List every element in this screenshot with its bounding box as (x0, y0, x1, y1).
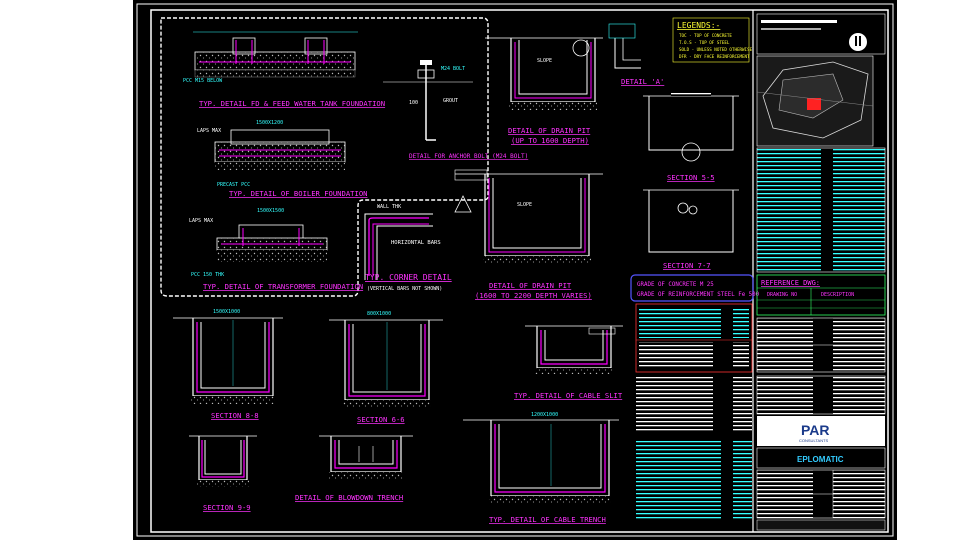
drain-pit-2: SLOPE (454, 169, 603, 264)
inner-border (150, 9, 889, 533)
outer-border (136, 3, 894, 537)
structural-notes-text (636, 440, 752, 520)
section-8-dim: 1500X1000 (213, 309, 240, 315)
svg-text:SLOPE: SLOPE (517, 202, 532, 208)
cable-slit-detail (525, 325, 623, 374)
svg-text:M24 BOLT: M24 BOLT (441, 66, 465, 72)
bar-schedule-text (639, 308, 749, 338)
section-6-6 (329, 319, 443, 408)
fd-foundation-title: TYP. DETAIL FD & FEED WATER TANK FOUNDAT… (199, 99, 385, 108)
grade-box (630, 274, 754, 302)
section-6-6-title: SECTION 6-6 (357, 415, 405, 424)
legend-item: SOLD - UNLESS NOTED OTHERWISE (679, 47, 753, 52)
legend-item: T.O.S - TOP OF STEEL (679, 40, 730, 45)
section-7-7 (643, 189, 739, 253)
svg-text:SLOPE: SLOPE (537, 58, 552, 64)
legend-item: DFR - DRY FACE REINFORCEMENT (679, 54, 750, 59)
reference-col-description: DESCRIPTION (821, 292, 854, 298)
cable-trench-detail (463, 419, 619, 504)
key-plan-highlight (807, 98, 821, 110)
bar-schedule-rows (639, 342, 749, 368)
transformer-dim: 1500X1500 (257, 208, 284, 214)
reference-col-drawing: DRAWING NO (767, 292, 797, 298)
cable-trench-dim: 1200X1000 (531, 412, 558, 418)
svg-text:LAPS MAX: LAPS MAX (197, 128, 221, 134)
transformer-foundation-detail: LAPS MAX PCC 150 THK (189, 218, 328, 278)
reference-table (756, 274, 886, 316)
svg-text:PCC M15 BELOW: PCC M15 BELOW (183, 78, 223, 84)
section-5-5-title: SECTION 5-5 (667, 173, 715, 182)
cable-trench-title: TYP. DETAIL OF CABLE TRENCH (489, 515, 606, 524)
legend-item: TOC - TOP OF CONCRETE (679, 33, 732, 38)
corner-detail-note: (VERTICAL BARS NOT SHOWN) (367, 286, 442, 292)
drain-pit-2-title: DETAIL OF DRAIN PIT (489, 281, 572, 290)
horizontal-bars-label: HORIZONTAL BARS (391, 240, 441, 246)
section-5-5 (643, 92, 739, 162)
notes-block (757, 148, 885, 272)
blowdown-trench-title: DETAIL OF BLOWDOWN TRENCH (295, 493, 403, 502)
corner-detail-title: TYP. CORNER DETAIL (365, 273, 452, 282)
drain-pit-2-sub: (1600 TO 2200 DEPTH VARIES) (475, 291, 592, 300)
consultant-logo: PAR (801, 422, 830, 438)
section-9-9 (189, 435, 257, 487)
bar-schedule-table (635, 303, 753, 373)
section-9-9-title: SECTION 9-9 (203, 503, 251, 512)
anchor-bolt-detail: 100 M24 BOLT GROUT (383, 60, 473, 141)
consultant-sub: CONSULTANTS (799, 438, 829, 443)
section-8-8 (173, 317, 283, 404)
section-7-7-title: SECTION 7-7 (663, 261, 711, 270)
consultant-logo-box (757, 416, 885, 446)
drawing-number-strip (756, 519, 886, 531)
contractor-logo: EPLOMATIC (797, 455, 844, 464)
drain-pit-1-title: DETAIL OF DRAIN PIT (508, 126, 591, 135)
boiler-dim: 1500X1200 (256, 120, 283, 126)
svg-text:PRECAST PCC: PRECAST PCC (217, 182, 250, 188)
fd-foundation-detail: PCC M15 BELOW (183, 31, 358, 84)
drawing-sheet: PCC M15 BELOW TYP. DETAIL FD & FEED WATE… (133, 0, 897, 540)
transformer-foundation-title: TYP. DETAIL OF TRANSFORMER FOUNDATION (203, 282, 363, 291)
general-notes-text (636, 376, 752, 432)
drain-pit-1-sub: (UP TO 1600 DEPTH) (511, 136, 589, 145)
svg-text:LAPS MAX: LAPS MAX (189, 218, 213, 224)
blowdown-trench-detail (319, 435, 413, 479)
svg-text:GROUT: GROUT (443, 98, 458, 104)
grade-concrete: GRADE OF CONCRETE M 25 (637, 282, 714, 288)
section-6-dim: 800X1000 (367, 311, 391, 317)
owner-block (757, 376, 885, 414)
detail-a-title: DETAIL 'A' (621, 77, 664, 86)
grade-steel: GRADE OF REINFORCEMENT STEEL Fe 500 (637, 292, 760, 298)
anchor-bolt-title: DETAIL FOR ANCHOR BOLT (M24 BOLT) (409, 153, 528, 160)
section-8-8-title: SECTION 8-8 (211, 411, 259, 420)
cable-slit-title: TYP. DETAIL OF CABLE SLIT (514, 391, 623, 400)
cad-drawing: PCC M15 BELOW TYP. DETAIL FD & FEED WATE… (136, 3, 894, 537)
svg-text:WALL THK: WALL THK (377, 204, 401, 210)
legend-title: LEGENDS:- (677, 21, 720, 30)
revision-cloud (160, 17, 489, 297)
legend-box (672, 17, 750, 63)
drain-pit-1: SLOPE (485, 37, 603, 110)
detail-a (608, 23, 641, 69)
boiler-foundation-detail: LAPS MAX PRECAST PCC (197, 128, 346, 188)
corner-detail: WALL THK (364, 195, 472, 280)
reference-title: REFERENCE DWG: (761, 279, 820, 287)
svg-text:PCC 150 THK: PCC 150 THK (191, 272, 224, 278)
title-block (756, 13, 886, 273)
boiler-foundation-title: TYP. DETAIL OF BOILER FOUNDATION (229, 189, 367, 198)
svg-text:100: 100 (409, 100, 418, 106)
